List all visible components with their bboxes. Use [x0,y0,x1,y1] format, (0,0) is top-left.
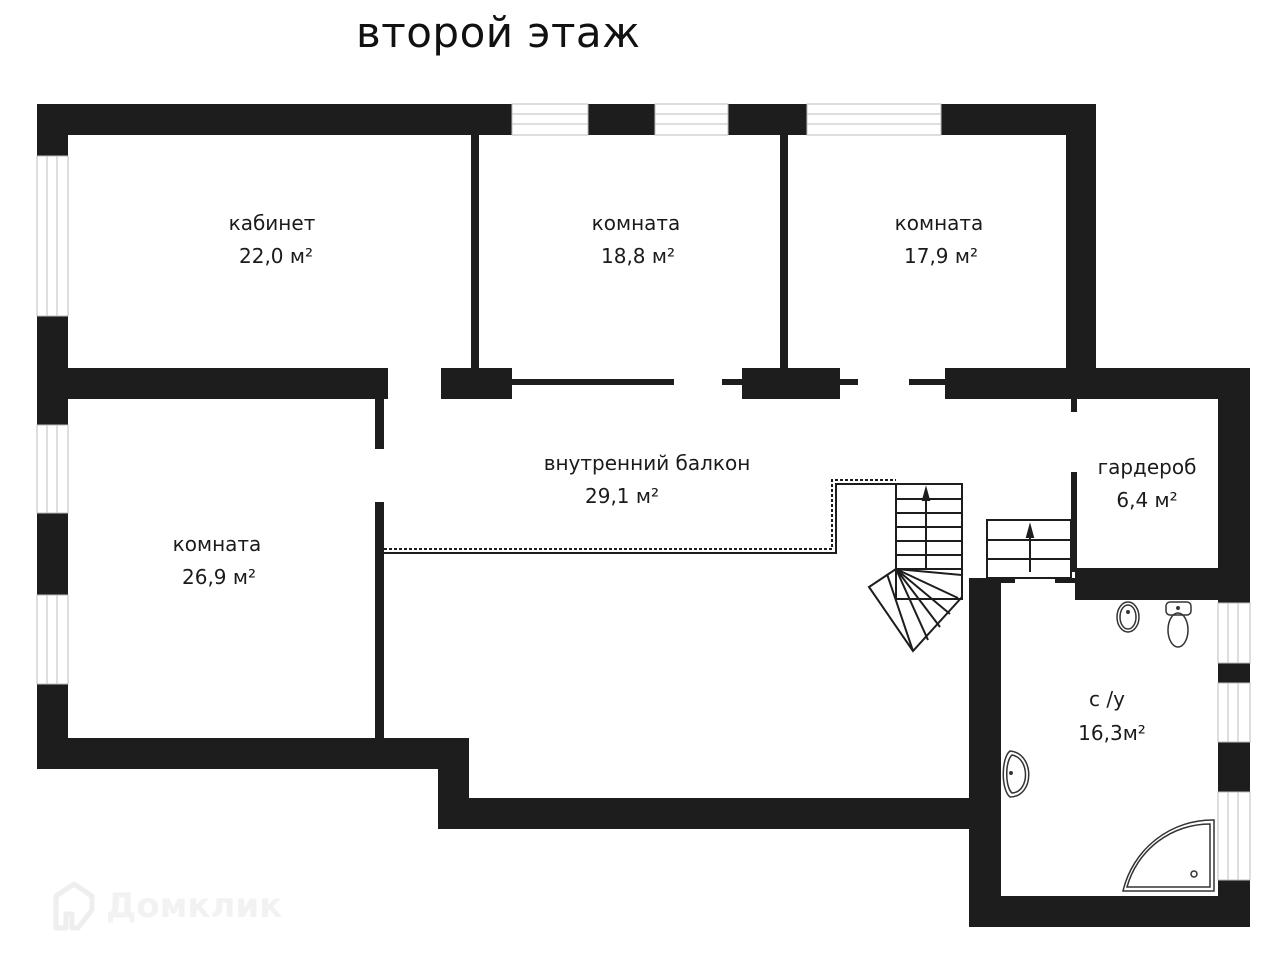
room-labels: кабинет 22,0 м² комната 18,8 м² комната … [173,211,1197,745]
wall [1218,880,1250,927]
window [36,424,69,514]
wall [441,368,512,399]
window [654,103,729,136]
balcony-railing [384,479,896,554]
wall [588,104,655,135]
window [806,103,942,136]
domclick-logo-icon [53,881,95,931]
room-name: гардероб [1098,455,1197,479]
wall [1001,578,1015,583]
spiral-staircase [867,483,963,653]
wall [37,104,68,156]
straight-staircase [986,519,1072,579]
bidet-icon [1116,601,1140,633]
partition [780,135,788,368]
window [1217,791,1251,881]
room-area: 17,9 м² [904,244,978,268]
wall [37,513,68,595]
room-area: 29,1 м² [585,484,659,508]
wall [742,368,840,399]
windows [36,103,1251,881]
wall [37,104,512,135]
wall [1218,742,1250,792]
partition [375,502,384,738]
window [511,103,589,136]
wall [37,738,469,769]
room-name: внутренний балкон [544,451,751,475]
partition [909,379,945,385]
watermark: Домклик [52,880,282,932]
sink-icon [1002,750,1030,798]
wall [1218,368,1250,603]
room-name: комната [895,211,984,235]
window [36,594,69,685]
window [1217,682,1251,743]
room-name: кабинет [229,211,316,235]
wall [1075,568,1250,600]
wall [37,368,388,399]
room-area: 18,8 м² [601,244,675,268]
wall [438,798,1000,829]
wall [1066,104,1096,398]
room-area: 22,0 м² [239,244,313,268]
walls [37,104,1250,927]
partition [512,379,674,385]
wall [969,896,1250,927]
toilet-icon [1165,601,1192,648]
partition [375,399,384,449]
partition [722,379,742,385]
partition [471,135,479,368]
room-area: 6,4 м² [1116,488,1177,512]
room-area: 26,9 м² [182,565,256,589]
wall [728,104,807,135]
room-name: с /у [1089,687,1125,711]
room-name: комната [592,211,681,235]
wall [1218,663,1250,683]
corner-shower-icon [1122,819,1215,892]
room-area: 16,3м² [1078,721,1146,745]
floor-title: второй этаж [356,8,641,57]
room-name: комната [173,532,262,556]
wall [1055,578,1075,583]
partition [840,379,858,385]
watermark-text: Домклик [106,886,283,926]
partition [1071,472,1077,572]
wall [969,578,1001,927]
window [1217,602,1251,664]
wall [945,368,1250,399]
window [36,155,69,317]
bathroom-fixtures [1002,601,1215,892]
partition [1071,399,1077,412]
